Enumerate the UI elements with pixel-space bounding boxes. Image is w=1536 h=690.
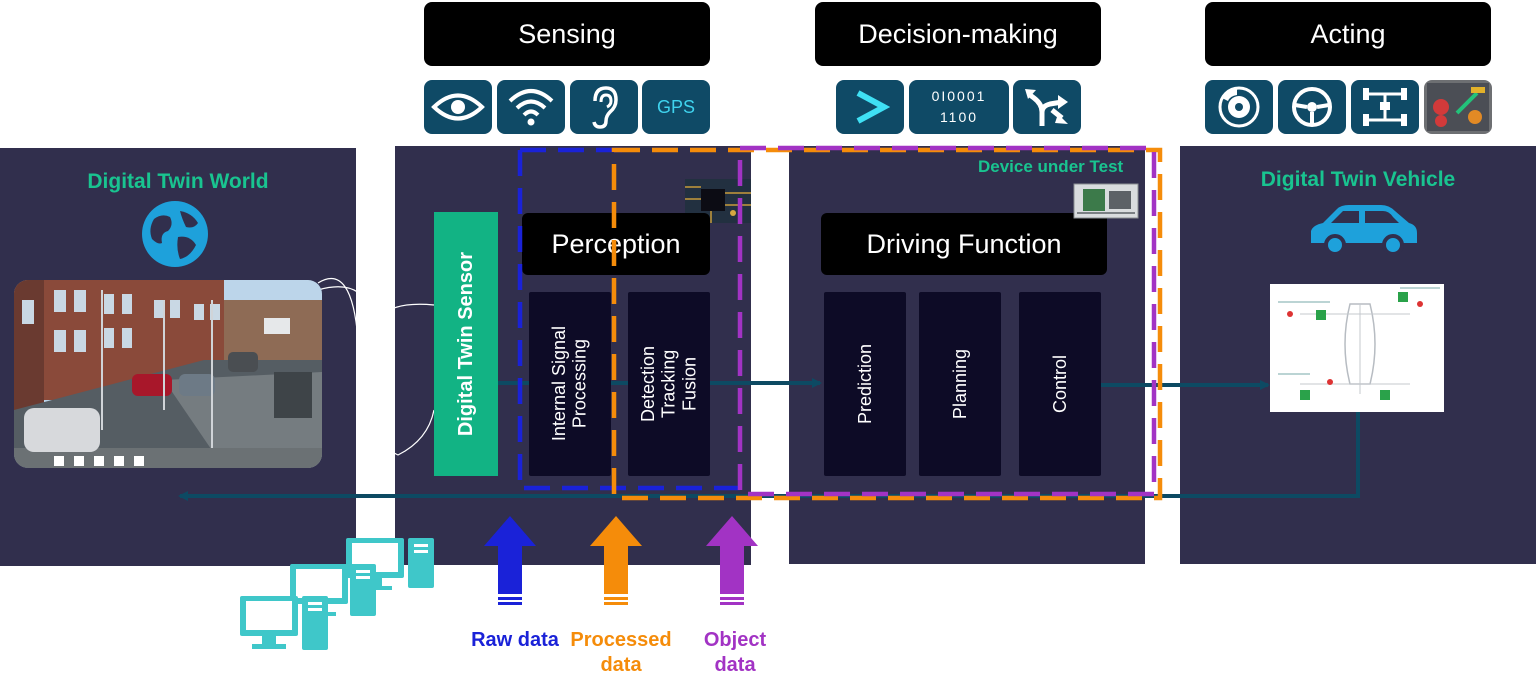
ear-icon xyxy=(570,80,638,134)
decision-header-label: Decision-making xyxy=(858,18,1058,49)
prediction-box: Prediction xyxy=(824,292,906,476)
raw-data-label: Raw data xyxy=(471,629,559,651)
acting-header: Acting xyxy=(1205,2,1491,66)
sensing-header-label: Sensing xyxy=(518,18,616,49)
sensing-header: Sensing xyxy=(424,2,710,66)
processed-data-label: Processed data xyxy=(570,629,672,676)
binary-code-icon: 0I0001 1100 xyxy=(909,80,1009,134)
object-data-arrow xyxy=(706,516,758,605)
drivetrain-icon xyxy=(1351,80,1419,134)
globe-icon xyxy=(140,199,210,274)
acting-header-label: Acting xyxy=(1310,18,1386,49)
brake-disc-icon xyxy=(1205,80,1273,134)
eye-icon xyxy=(424,80,492,134)
device-under-test-label: Device under Test xyxy=(978,157,1124,176)
control-box: Control xyxy=(1019,292,1101,476)
chevron-right-icon xyxy=(836,80,904,134)
driving-function-title: Driving Function xyxy=(821,213,1107,275)
detection-tracking-fusion-box: Detection Tracking Fusion xyxy=(628,292,710,476)
internal-signal-processing-box: Internal Signal Processing xyxy=(529,292,611,476)
street-scene-image xyxy=(14,280,322,468)
vehicle-model-diagram-image xyxy=(1270,284,1444,412)
binary-label: 0I0001 1100 xyxy=(931,88,987,125)
raw-data-arrow xyxy=(484,516,536,605)
digital-twin-world-title: Digital Twin World xyxy=(87,170,269,193)
car-icon xyxy=(1305,203,1421,260)
wireless-icon xyxy=(497,80,565,134)
planning-box: Planning xyxy=(919,292,1001,476)
digital-twin-sensor-block: Digital Twin Sensor xyxy=(434,212,498,476)
decision-making-header: Decision-making xyxy=(815,2,1101,66)
gps-icon: GPS xyxy=(642,80,710,134)
computer-cluster-icon xyxy=(240,538,434,650)
processed-data-boundary xyxy=(611,147,1163,501)
route-split-icon xyxy=(1013,80,1081,134)
gps-label: GPS xyxy=(656,96,695,117)
processed-data-arrow xyxy=(590,516,642,605)
object-data-boundary xyxy=(737,145,1157,497)
driving-function-title-label: Driving Function xyxy=(866,228,1062,259)
object-data-label: Object data xyxy=(703,629,767,676)
steering-wheel-icon xyxy=(1278,80,1346,134)
raw-data-boundary xyxy=(517,150,748,491)
ecu-board-image xyxy=(1073,183,1139,219)
digital-twin-vehicle-title: Digital Twin Vehicle xyxy=(1260,168,1456,191)
dashboard-display-icon xyxy=(1424,80,1492,134)
